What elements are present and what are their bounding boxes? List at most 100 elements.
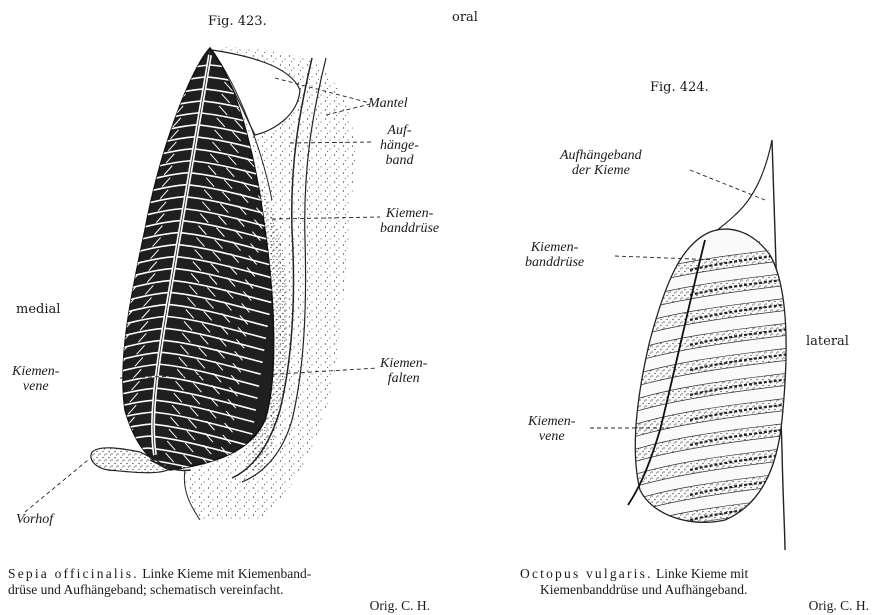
sepia-leaflet-tick <box>146 168 154 177</box>
sepia-leaflet-tick <box>118 230 126 239</box>
sepia-leaflet-tick <box>113 266 121 275</box>
sepia-gill-drawing <box>61 47 355 520</box>
label-aufhaengeband-423: Auf- hänge- band <box>380 123 419 168</box>
sepia-leaflet-tick <box>104 208 112 217</box>
sepia-leaflet-tick <box>73 423 81 432</box>
fig423-caption-line1: Linke Kieme mit Kiemenband- <box>139 566 311 581</box>
sepia-leaflet-tick <box>112 395 120 404</box>
sepia-leaflet-tick <box>155 120 163 129</box>
sepia-leaflet-tick <box>76 399 84 408</box>
sepia-leaflet-tick <box>88 315 96 324</box>
fig424-caption-species: Octopus vulgaris. <box>520 566 653 581</box>
label-aufhaengeband-424: Aufhängeband der Kieme <box>560 148 642 178</box>
fig423-caption-orig: Orig. C. H. <box>8 598 460 614</box>
sepia-leaflet-tick <box>106 313 114 322</box>
sepia-leaflet-tick <box>148 74 156 83</box>
sepia-leaflet-tick <box>93 279 101 288</box>
sepia-leaflet-tick <box>95 385 103 394</box>
sepia-leaflet-tick <box>74 411 82 420</box>
label-mantel: Mantel <box>368 96 408 111</box>
sepia-leaflet-tick <box>132 146 140 155</box>
sepia-leaflet-tick <box>139 110 147 119</box>
sepia-leaflet-tick <box>137 122 145 131</box>
sepia-leaflet-tick <box>120 218 128 227</box>
sepia-leaflet-tick <box>101 349 109 358</box>
sepia-leaflet-tick <box>91 421 99 430</box>
sepia-leaflet-tick <box>110 172 118 181</box>
orientation-oral: oral <box>452 10 478 25</box>
fig423-caption-line2: drüse und Aufhängeband; schematisch vere… <box>8 582 460 598</box>
sepia-leaflet-tick <box>111 277 119 286</box>
sepia-leaflet-tick <box>86 327 94 336</box>
sepia-leaflet-tick <box>160 96 168 105</box>
sepia-leaflet-tick <box>166 72 174 81</box>
fig424-caption: Octopus vulgaris. Linke Kieme mit Kiemen… <box>520 566 875 614</box>
sepia-leaflet-tick <box>122 206 130 215</box>
sepia-leaflet-tick <box>135 134 143 143</box>
sepia-leaflet-tick <box>83 351 91 360</box>
sepia-leaflet-tick <box>97 256 105 265</box>
sepia-leaflet-tick <box>184 70 192 79</box>
sepia-leaflet-tick <box>114 148 122 157</box>
orientation-medial: medial <box>16 302 60 317</box>
sepia-leaflet-tick <box>144 180 152 189</box>
sepia-leaflet-tick <box>110 407 118 416</box>
sepia-leaflet-tick <box>99 244 107 253</box>
sepia-leaflet-tick <box>77 387 85 396</box>
fig424-caption-line2: Kiemenbanddrüse und Aufhängeband. <box>520 582 875 598</box>
fig424-caption-line1: Linke Kieme mit <box>653 566 749 581</box>
sepia-leaflet-tick <box>140 204 148 213</box>
label-kiemenvene-423: Kiemen- vene <box>12 364 59 394</box>
fig423-caption-species: Sepia officinalis. <box>8 566 139 581</box>
sepia-leaflet-tick <box>90 303 98 312</box>
sepia-leaflet-tick <box>89 433 97 442</box>
sepia-leaflet-tick <box>124 100 132 109</box>
sepia-leaflet-tick <box>106 196 114 205</box>
sepia-leaflet-tick <box>109 419 117 428</box>
sepia-leaflet-tick <box>68 459 76 468</box>
sepia-leaflet-tick <box>109 289 117 298</box>
label-vorhof: Vorhof <box>16 512 53 527</box>
sepia-leaflet-tick <box>79 375 87 384</box>
sepia-leaflet-tick <box>128 170 136 179</box>
sepia-leaflet-tick <box>121 112 129 121</box>
sepia-leaflet-tick <box>108 184 116 193</box>
sepia-leaflet-tick <box>66 471 74 480</box>
label-kiemenbanddruese-424: Kiemen- banddrüse <box>525 240 584 270</box>
sepia-leaflet-tick <box>162 84 170 93</box>
fig423-number: Fig. 423. <box>208 14 267 29</box>
sepia-leaflet-tick <box>112 160 120 169</box>
sepia-leaflet-tick <box>153 132 161 141</box>
sepia-leaflet-tick <box>84 469 92 478</box>
sepia-leaflet-tick <box>91 291 99 300</box>
orientation-lateral: lateral <box>806 334 849 349</box>
sepia-leaflet-tick <box>84 339 92 348</box>
sepia-leaflet-tick <box>69 447 77 456</box>
sepia-leaflet-tick <box>104 325 112 334</box>
sepia-leaflet-tick <box>95 268 103 277</box>
fig424-number: Fig. 424. <box>650 80 709 95</box>
sepia-leaflet-tick <box>126 182 134 191</box>
sepia-leaflet-tick <box>144 86 152 95</box>
sepia-leaflet-tick <box>100 232 108 241</box>
sepia-leaflet-tick <box>99 361 107 370</box>
sepia-leaflet-tick <box>115 254 123 263</box>
sepia-leaflet-tick <box>148 156 156 165</box>
sepia-leaflet-tick <box>142 192 150 201</box>
sepia-leaflet-tick <box>71 435 79 444</box>
sepia-leaflet-tick <box>97 373 105 382</box>
label-kiemenvene-424: Kiemen- vene <box>528 414 575 444</box>
sepia-leaflet-tick <box>124 194 132 203</box>
fig424-caption-orig: Orig. C. H. <box>520 598 875 614</box>
sepia-leaflet-tick <box>102 220 110 229</box>
sepia-leaflet-tick <box>150 144 158 153</box>
fig423-caption: Sepia officinalis. Linke Kieme mit Kieme… <box>8 566 460 614</box>
sepia-leaflet-tick <box>108 301 116 310</box>
label-kiemenbanddruese-423: Kiemen- banddrüse <box>380 206 439 236</box>
sepia-leaflet-tick <box>117 136 125 145</box>
sepia-leaflet-tick <box>142 98 150 107</box>
sepia-leaflet-tick <box>81 363 89 372</box>
sepia-leaflet-tick <box>115 371 123 380</box>
sepia-leaflet-tick <box>102 337 110 346</box>
